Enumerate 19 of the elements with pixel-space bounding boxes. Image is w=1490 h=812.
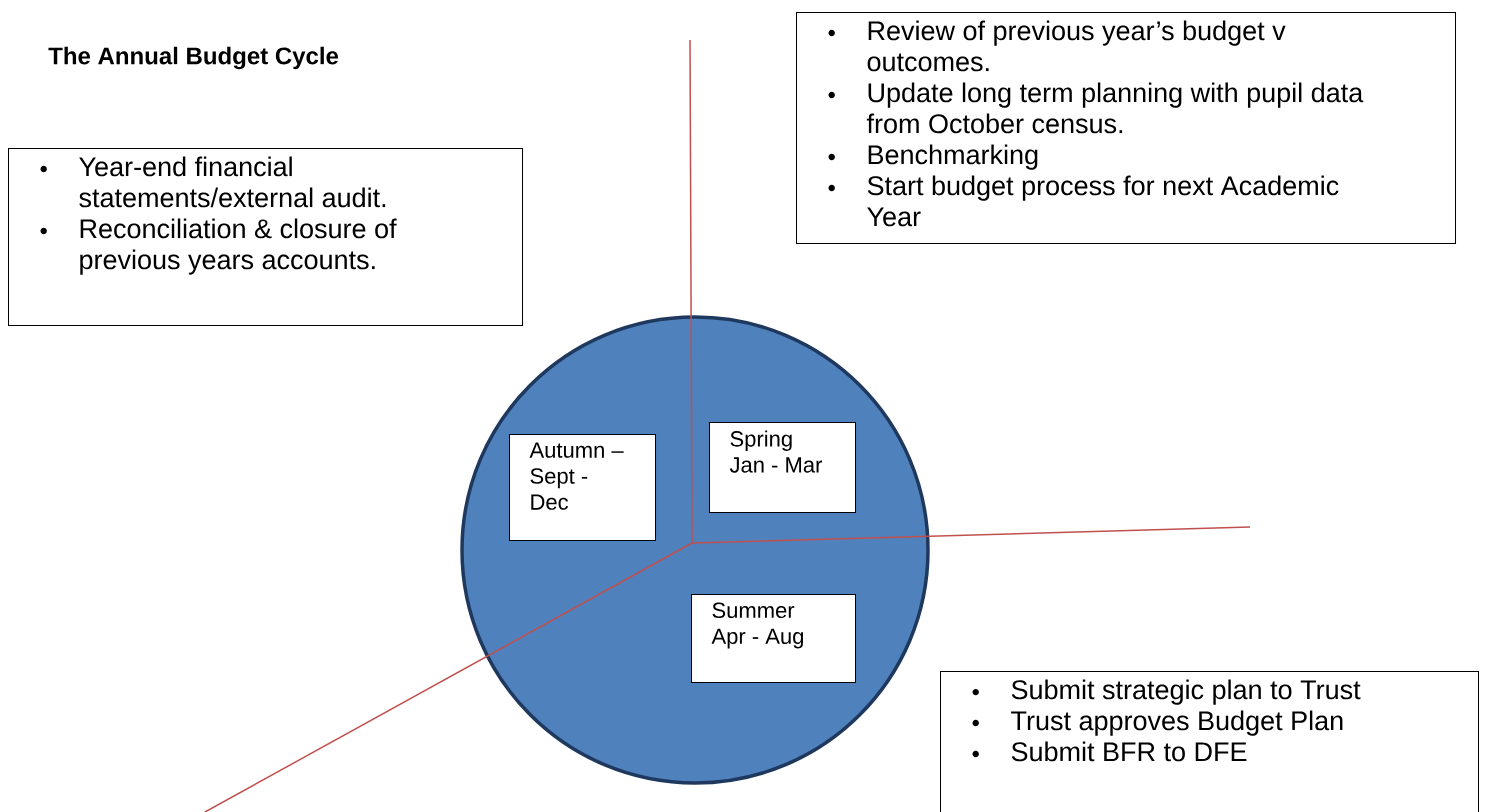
text-box — [8, 148, 523, 326]
bullet-item: Submit BFR to DFE — [972, 741, 1247, 762]
bullet-item: Review of previous year’s budget v outcomes. — [828, 20, 1286, 72]
bullet-item: Submit strategic plan to Trust — [972, 679, 1361, 705]
text-box — [796, 12, 1456, 244]
text-box — [940, 671, 1479, 812]
bullet-item: Year-end financial statements/external audit. — [40, 156, 386, 208]
bullet-item: Reconciliation & closure of previous years accounts. — [40, 218, 397, 275]
season-box — [691, 594, 856, 683]
title: The Annual Budget Cycle — [48, 46, 339, 70]
season-box — [509, 434, 656, 541]
bullet-item: Update long term planning with pupil data from October census. — [828, 82, 1364, 134]
season-label: Summer Apr - Aug — [711, 602, 803, 649]
season-box — [709, 422, 856, 513]
season-label: Autumn – Sept - Dec — [529, 442, 624, 510]
bullet-item: Start budget process for next Academic Year — [828, 175, 1339, 227]
bullet-item: Trust approves Budget Plan — [972, 710, 1343, 736]
season-label: Spring Jan - Mar — [729, 430, 823, 473]
bullet-item: Benchmarking — [828, 144, 1038, 170]
